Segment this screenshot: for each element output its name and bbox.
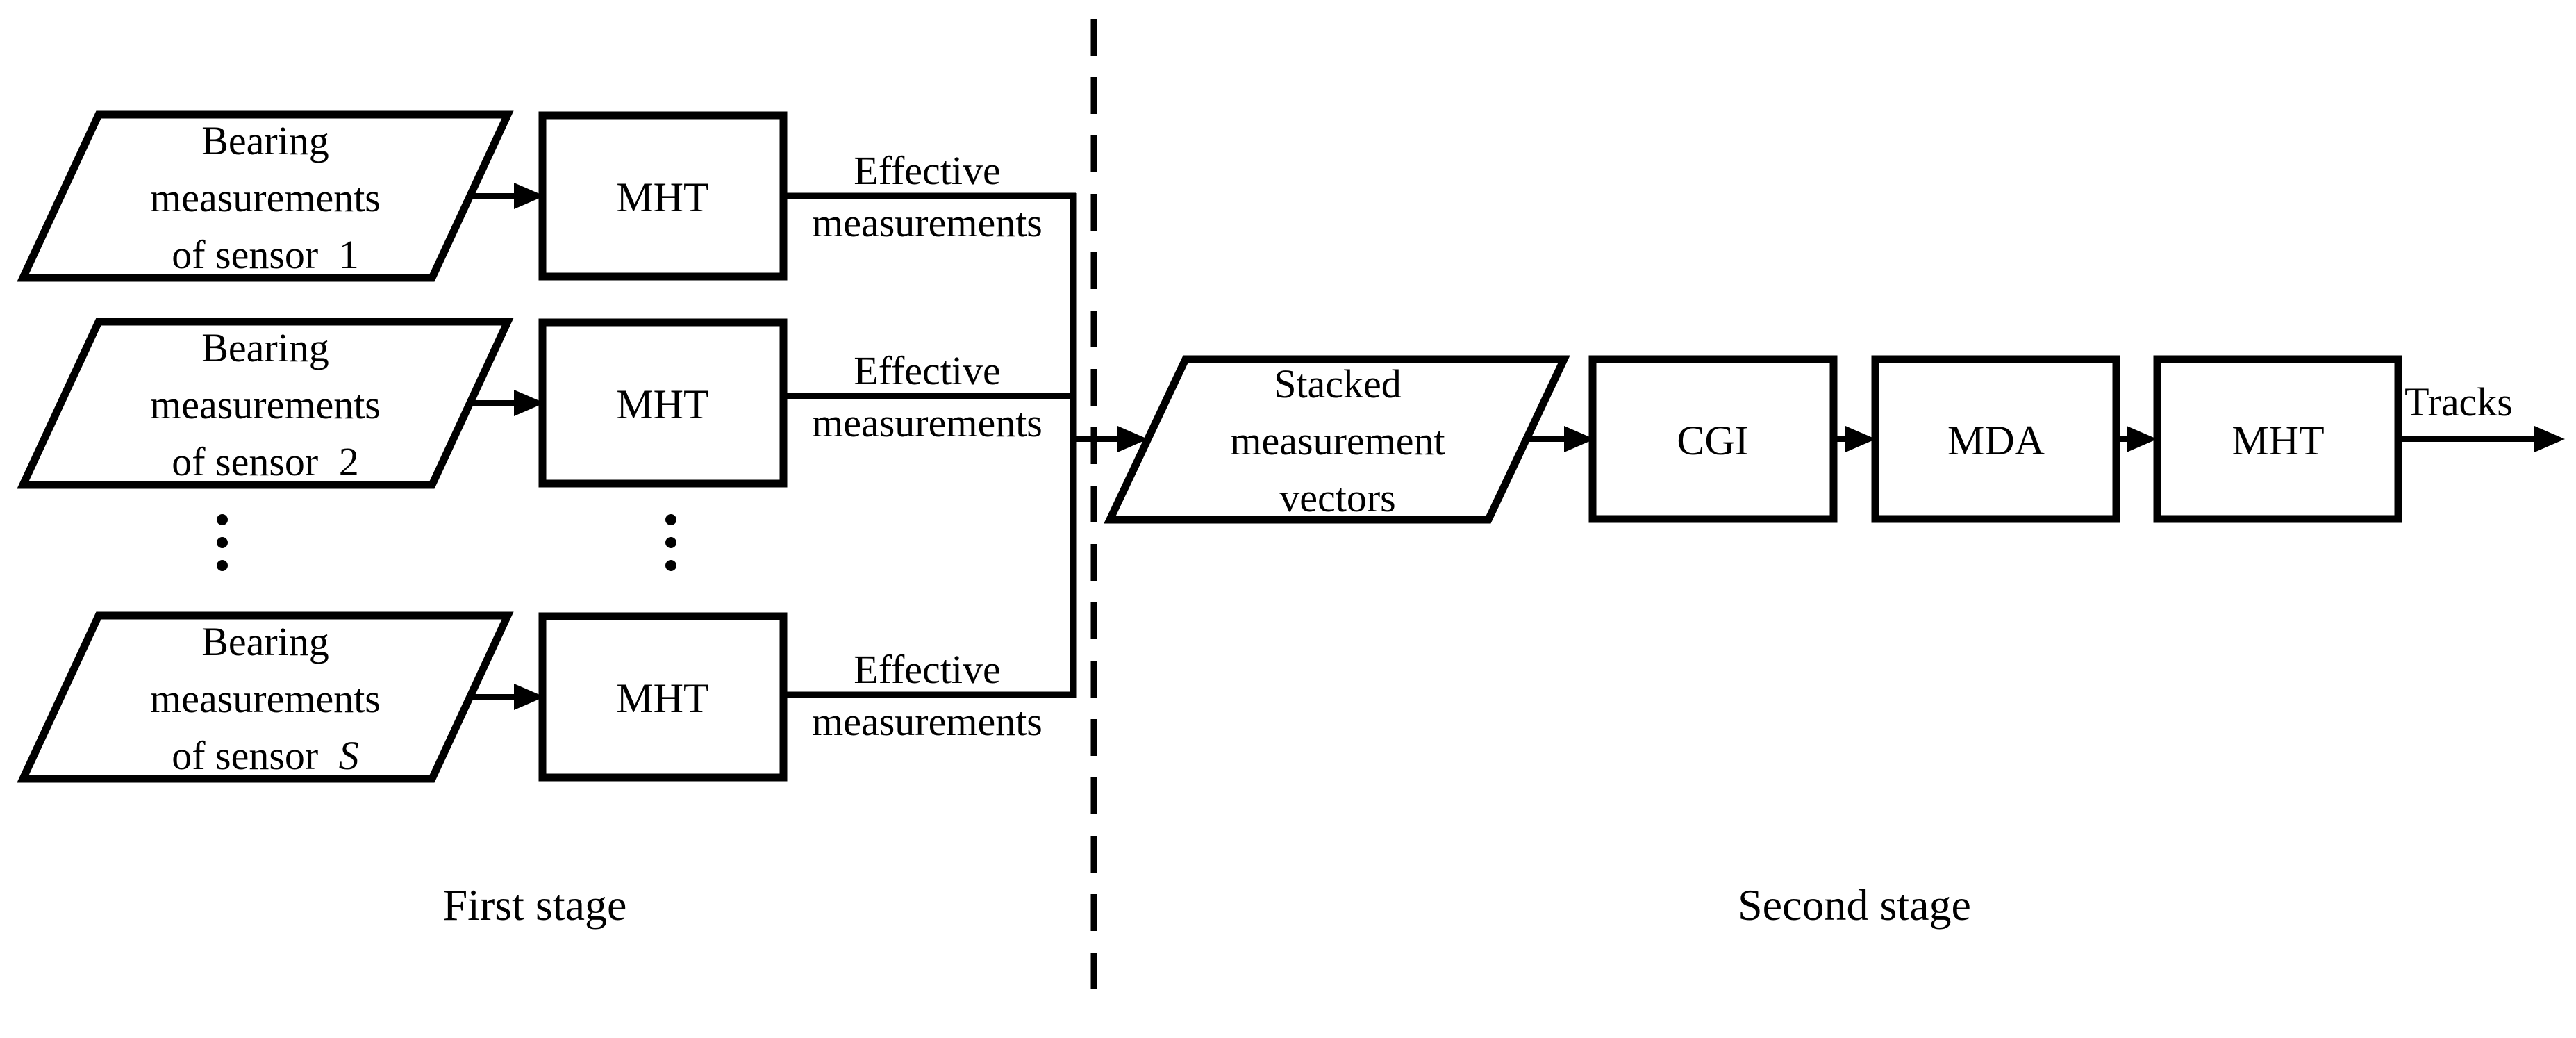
vertical-ellipsis-sensors-icon (217, 514, 228, 571)
effective-label-bottom: measurements (812, 400, 1042, 445)
effective-label-top: Effective (854, 348, 1000, 393)
stacked-label-line1: Stacked (1274, 361, 1402, 406)
effective-label-bottom: measurements (812, 200, 1042, 245)
sensor2-input-parallelogram: Bearing measurements of sensor 2 (17, 318, 514, 489)
effective-label-top: Effective (854, 148, 1000, 193)
sensor2-label-line1: Bearing (201, 325, 329, 370)
mht-box-label: MHT (616, 381, 708, 427)
mht-box-sensor2: MHT (538, 318, 788, 488)
parallelogram-shape (1104, 355, 1570, 524)
sensorS-label-line2: measurements (150, 676, 381, 721)
process-box-shape (538, 111, 788, 281)
sensor1-label-line1: Bearing (201, 118, 329, 163)
mht-box-sensor1: MHT (538, 111, 788, 281)
mht-box-sensorS: MHT (538, 612, 788, 782)
tracks-output-label: Tracks (2404, 379, 2513, 425)
sensor1-input-parallelogram: Bearing measurements of sensor 1 (17, 110, 514, 282)
mht-box-second-stage: MHT (2153, 355, 2402, 523)
process-box-shape (1588, 355, 1838, 523)
mda-box: MDA (1871, 355, 2120, 523)
effective-label-bottom: measurements (812, 699, 1042, 744)
sensor2-label-line3: of sensor 2 (172, 439, 359, 484)
process-box-shape (538, 318, 788, 488)
cgi-box: CGI (1588, 355, 1838, 523)
parallelogram-shape (17, 611, 514, 783)
first-stage-caption: First stage (443, 880, 627, 930)
effective-measurements-label-3: Effective measurements (812, 647, 1042, 744)
mda-box-label: MDA (1947, 418, 2045, 463)
mht-box-label: MHT (2232, 418, 2324, 463)
cgi-box-label: CGI (1677, 418, 1748, 463)
sensor1-label-line2: measurements (150, 175, 381, 220)
mht-box-label: MHT (616, 174, 708, 220)
stacked-measurement-vectors-parallelogram: Stacked measurement vectors (1104, 355, 1570, 524)
effective-measurements-label-1: Effective measurements (812, 148, 1042, 245)
parallelogram-shape (17, 318, 514, 489)
parallelogram-shape (17, 110, 514, 282)
vertical-ellipsis-mht-icon (665, 514, 676, 571)
stacked-label-line2: measurement (1230, 418, 1445, 463)
sensor1-label-line3: of sensor 1 (172, 232, 359, 277)
sensorS-label-line1: Bearing (201, 619, 329, 664)
second-stage-caption: Second stage (1738, 880, 1971, 930)
stacked-label-line3: vectors (1279, 475, 1396, 520)
sensorS-input-parallelogram: Bearing measurements of sensor S (17, 611, 514, 783)
effective-label-top: Effective (854, 647, 1000, 692)
sensorS-label-line3: of sensor S (172, 733, 359, 778)
mht-box-label: MHT (616, 675, 708, 721)
sensor2-label-line2: measurements (150, 382, 381, 427)
process-box-shape (538, 612, 788, 782)
process-box-shape (1871, 355, 2120, 523)
process-box-shape (2153, 355, 2402, 523)
effective-measurements-label-2: Effective measurements (812, 348, 1042, 445)
